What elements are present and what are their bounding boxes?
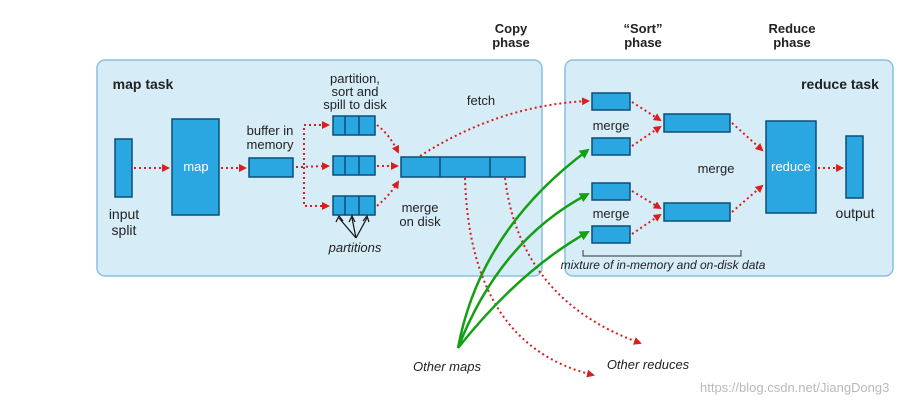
map-box bbox=[171, 118, 220, 216]
partitions-label: partitions bbox=[328, 240, 382, 255]
mixture-bracket bbox=[582, 250, 742, 257]
reduce-task-title: reduce task bbox=[801, 76, 879, 92]
spill-file-2 bbox=[332, 155, 376, 176]
spill-file-3 bbox=[332, 195, 376, 216]
merged-segment-bottom bbox=[663, 202, 731, 222]
segment-box-3 bbox=[591, 182, 631, 201]
merged-segment-top bbox=[663, 113, 731, 133]
output-box bbox=[845, 135, 864, 199]
output-label: output bbox=[835, 205, 875, 221]
segment-box-4 bbox=[591, 225, 631, 244]
reduce-box bbox=[765, 120, 817, 214]
merge-top-label: merge bbox=[592, 118, 630, 133]
sort-phase-label: “Sort”phase bbox=[623, 21, 663, 50]
input-split-box bbox=[114, 138, 133, 198]
mixture-label: mixture of in-memory and on-disk data bbox=[560, 258, 766, 272]
merge-bottom-label: merge bbox=[592, 206, 630, 221]
map-task-panel bbox=[96, 59, 543, 277]
watermark: https://blog.csdn.net/JiangDong3 bbox=[700, 380, 890, 395]
reduce-box-label: reduce bbox=[771, 159, 811, 174]
other-maps-arrows bbox=[456, 148, 590, 349]
reduce-flow-arrows bbox=[631, 101, 844, 235]
buffer-box bbox=[248, 157, 294, 178]
fetch-label: fetch bbox=[466, 93, 496, 108]
fetch-arrows bbox=[419, 97, 642, 378]
other-reduces-label: Other reduces bbox=[606, 357, 690, 372]
partitions-pointer bbox=[335, 214, 370, 239]
map-flow-arrows bbox=[134, 121, 400, 210]
merge-middle-label: merge bbox=[697, 161, 735, 176]
segment-box-2 bbox=[591, 137, 631, 156]
map-task-title: map task bbox=[112, 76, 174, 92]
map-box-label: map bbox=[183, 159, 209, 174]
other-maps-label: Other maps bbox=[413, 359, 481, 374]
spill-file-1 bbox=[332, 115, 376, 136]
merged-map-output bbox=[400, 156, 526, 178]
segment-box-1 bbox=[591, 92, 631, 111]
